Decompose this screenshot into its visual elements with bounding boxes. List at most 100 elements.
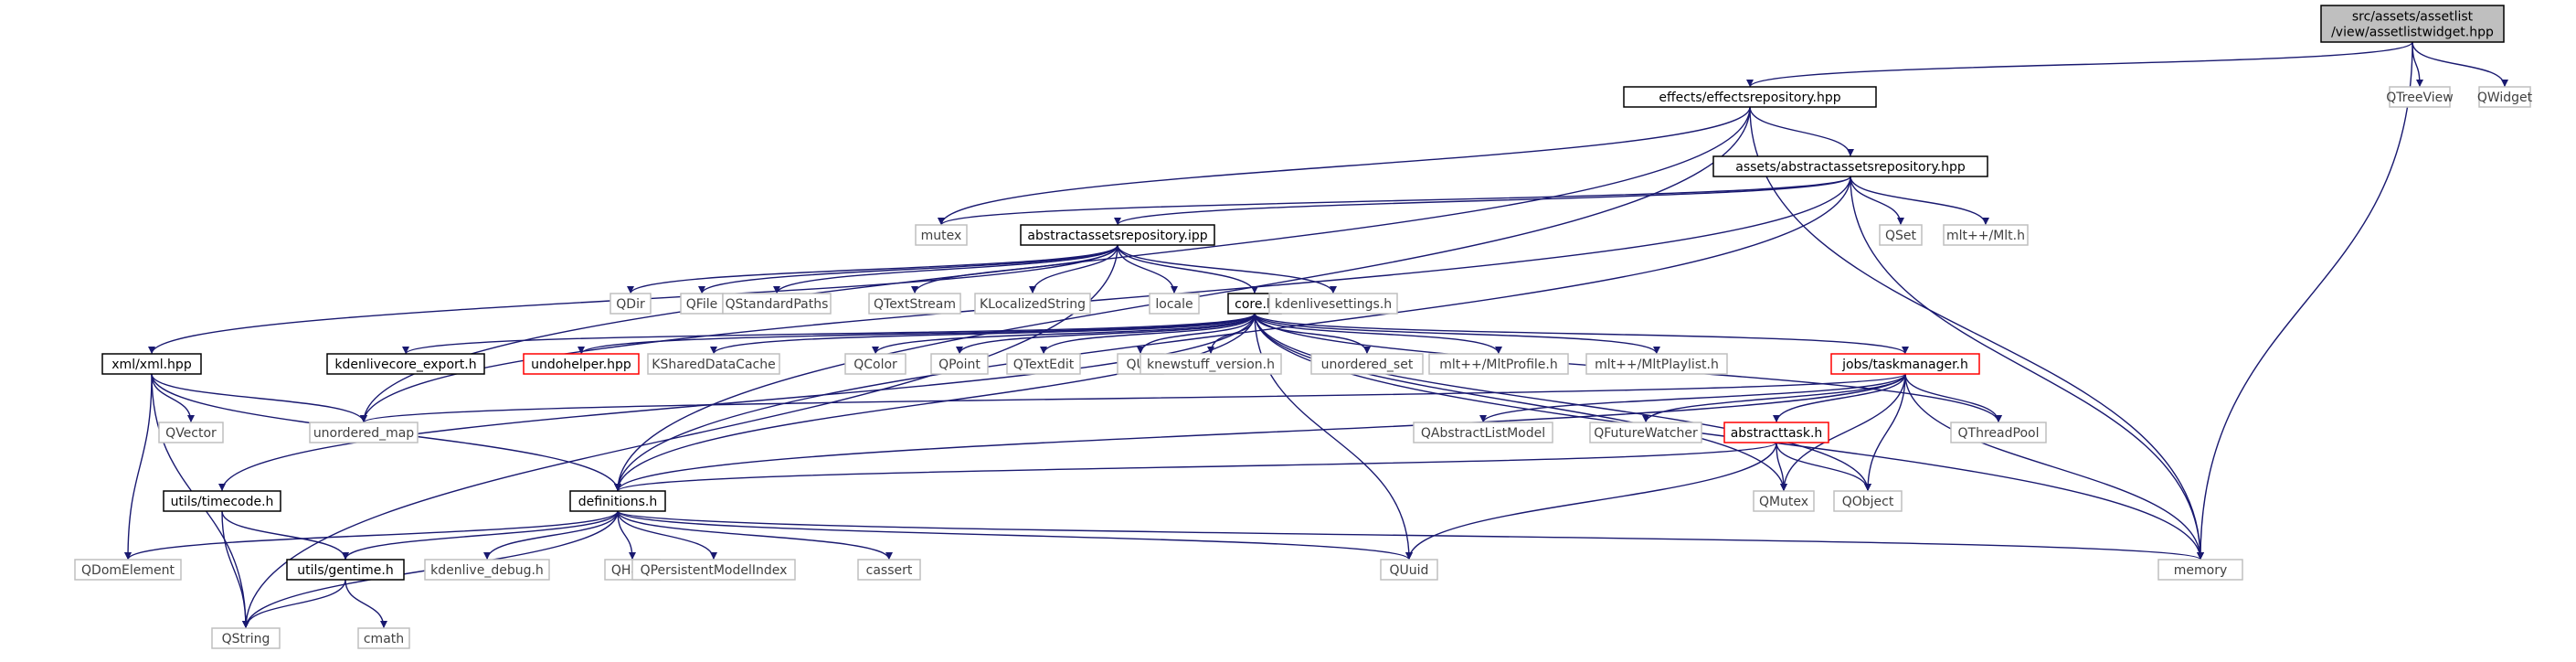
- node-cmath-label: cmath: [364, 632, 404, 646]
- node-abstracttask[interactable]: abstracttask.h: [1723, 422, 1829, 443]
- edge-effects-to-memory: [1749, 106, 2204, 561]
- node-exporth-label: kdenlivecore_export.h: [334, 358, 476, 372]
- node-abstracttask-box: [1723, 422, 1829, 443]
- edge-abstractipp-to-qdir: [627, 244, 1118, 294]
- node-mltplaylist-box: [1585, 353, 1728, 375]
- node-qwidget: QWidget: [2477, 86, 2533, 108]
- node-qfuturewatcher-label: QFutureWatcher: [1594, 426, 1698, 441]
- edge-core-to-quuid: [1254, 313, 1413, 561]
- edge-root-to-qwidget: [2412, 41, 2508, 88]
- node-xml[interactable]: xml/xml.hpp: [101, 353, 202, 375]
- node-cassert-box: [857, 559, 921, 581]
- node-qfile: QFile: [680, 293, 724, 315]
- node-unorderedmap-box: [309, 422, 419, 443]
- edge-timecode-to-gentime: [221, 510, 349, 561]
- node-abstractipp[interactable]: abstractassetsrepository.ipp: [1020, 224, 1215, 246]
- node-qpoint: QPoint: [930, 353, 989, 375]
- node-qabstractlistmodel-box: [1413, 422, 1553, 443]
- edge-abstracttask-to-qmutex: [1776, 442, 1787, 492]
- node-kdenlivesettings-label: kdenlivesettings.h: [1275, 297, 1392, 312]
- node-qmutex-label: QMutex: [1759, 495, 1808, 509]
- node-quuid: QUuid: [1380, 559, 1438, 581]
- node-effects-box: [1623, 86, 1877, 108]
- node-gentime[interactable]: utils/gentime.h: [286, 559, 405, 581]
- node-taskmanager[interactable]: jobs/taskmanager.h: [1830, 353, 1980, 375]
- node-qmutex-box: [1753, 490, 1815, 512]
- node-cassert-label: cassert: [866, 563, 913, 578]
- edge-root-to-memory: [2197, 41, 2413, 561]
- node-qdomelement-label: QDomElement: [81, 563, 175, 578]
- node-definitions-box: [569, 490, 666, 512]
- edge-abstractrepo-to-abstractipp: [1114, 176, 1851, 226]
- node-qdir-box: [610, 293, 652, 315]
- node-timecode-label: utils/timecode.h: [171, 495, 274, 509]
- edge-definitions-to-cassert: [617, 510, 893, 561]
- node-kdenlivesettings-box: [1268, 293, 1398, 315]
- node-root-label: src/assets/assetlist: [2352, 10, 2474, 25]
- node-knewstuff-box: [1140, 353, 1282, 375]
- node-memory-box: [2157, 559, 2243, 581]
- edge-definitions-to-qdomelement: [124, 510, 619, 561]
- node-qtextstream: QTextStream: [868, 293, 961, 315]
- edge-core-to-qpoint: [956, 313, 1256, 355]
- node-exporth[interactable]: kdenlivecore_export.h: [326, 353, 485, 375]
- node-qabstractlistmodel: QAbstractListModel: [1413, 422, 1553, 443]
- node-qstring-box: [211, 627, 281, 649]
- node-undohelper[interactable]: undohelper.hpp: [523, 353, 640, 375]
- edge-core-to-ksharedcache: [710, 313, 1256, 355]
- node-qfuturewatcher: QFutureWatcher: [1589, 422, 1702, 443]
- node-qset-label: QSet: [1885, 229, 1917, 243]
- edge-root-to-qtreeview: [2412, 41, 2423, 88]
- edge-abstracttask-to-qobject: [1776, 442, 1871, 492]
- node-cmath: cmath: [357, 627, 410, 649]
- node-quuid-label: QUuid: [1390, 563, 1429, 578]
- node-qfile-label: QFile: [686, 297, 717, 312]
- node-abstractrepo-label: assets/abstractassetsrepository.hpp: [1735, 160, 1966, 175]
- node-kdenlivedebug-box: [424, 559, 550, 581]
- node-root-label: /view/assetlistwidget.hpp: [2331, 26, 2494, 40]
- edge-core-to-undohelper: [578, 313, 1256, 355]
- edge-taskmanager-to-unorderedmap: [360, 373, 1906, 423]
- node-qpoint-box: [930, 353, 989, 375]
- node-qtreeview-box: [2389, 86, 2451, 108]
- node-qstring-label: QString: [222, 632, 270, 646]
- node-quuid-box: [1380, 559, 1438, 581]
- node-qstring: QString: [211, 627, 281, 649]
- node-qobject: QObject: [1833, 490, 1903, 512]
- edge-root-to-effects: [1746, 41, 2413, 88]
- node-cmath-box: [357, 627, 410, 649]
- node-effects[interactable]: effects/effectsrepository.hpp: [1623, 86, 1877, 108]
- edge-abstractrepo-to-mutex: [938, 176, 1851, 226]
- node-qcolor: QColor: [844, 353, 906, 375]
- node-definitions[interactable]: definitions.h: [569, 490, 666, 512]
- edge-definitions-to-qpersistent: [617, 510, 717, 561]
- node-unorderedmap: unordered_map: [309, 422, 419, 443]
- edge-core-to-taskmanager: [1254, 313, 1909, 355]
- edge-core-to-qobject: [1254, 313, 1871, 492]
- edge-abstractrepo-to-memory: [1850, 176, 2204, 561]
- node-qtextedit: QTextEdit: [1006, 353, 1081, 375]
- node-qtreeview: QTreeView: [2386, 86, 2454, 108]
- node-memory: memory: [2157, 559, 2243, 581]
- node-abstractrepo[interactable]: assets/abstractassetsrepository.hpp: [1712, 155, 1988, 177]
- nodes-layer: src/assets/assetlist/view/assetlistwidge…: [74, 5, 2533, 649]
- node-abstractipp-label: abstractassetsrepository.ipp: [1027, 229, 1207, 243]
- node-mlth-label: mlt++/Mlt.h: [1946, 229, 2025, 243]
- node-cassert: cassert: [857, 559, 921, 581]
- node-locale-box: [1149, 293, 1200, 315]
- node-qpersistent-label: QPersistentModelIndex: [641, 563, 788, 578]
- node-qtextstream-box: [868, 293, 961, 315]
- edge-taskmanager-to-qobject: [1864, 373, 1906, 492]
- node-timecode[interactable]: utils/timecode.h: [163, 490, 281, 512]
- node-root[interactable]: src/assets/assetlist/view/assetlistwidge…: [2320, 5, 2505, 43]
- node-kdenlivesettings: kdenlivesettings.h: [1268, 293, 1398, 315]
- node-root-box: [2320, 5, 2505, 43]
- node-mltplaylist: mlt++/MltPlaylist.h: [1585, 353, 1728, 375]
- node-effects-label: effects/effectsrepository.hpp: [1659, 91, 1840, 105]
- edge-core-to-timecode: [218, 313, 1256, 492]
- edge-definitions-to-memory: [617, 510, 2204, 561]
- node-qset: QSet: [1879, 224, 1923, 246]
- node-exporth-box: [326, 353, 485, 375]
- edge-taskmanager-to-memory: [1904, 373, 2204, 561]
- node-qdir: QDir: [610, 293, 652, 315]
